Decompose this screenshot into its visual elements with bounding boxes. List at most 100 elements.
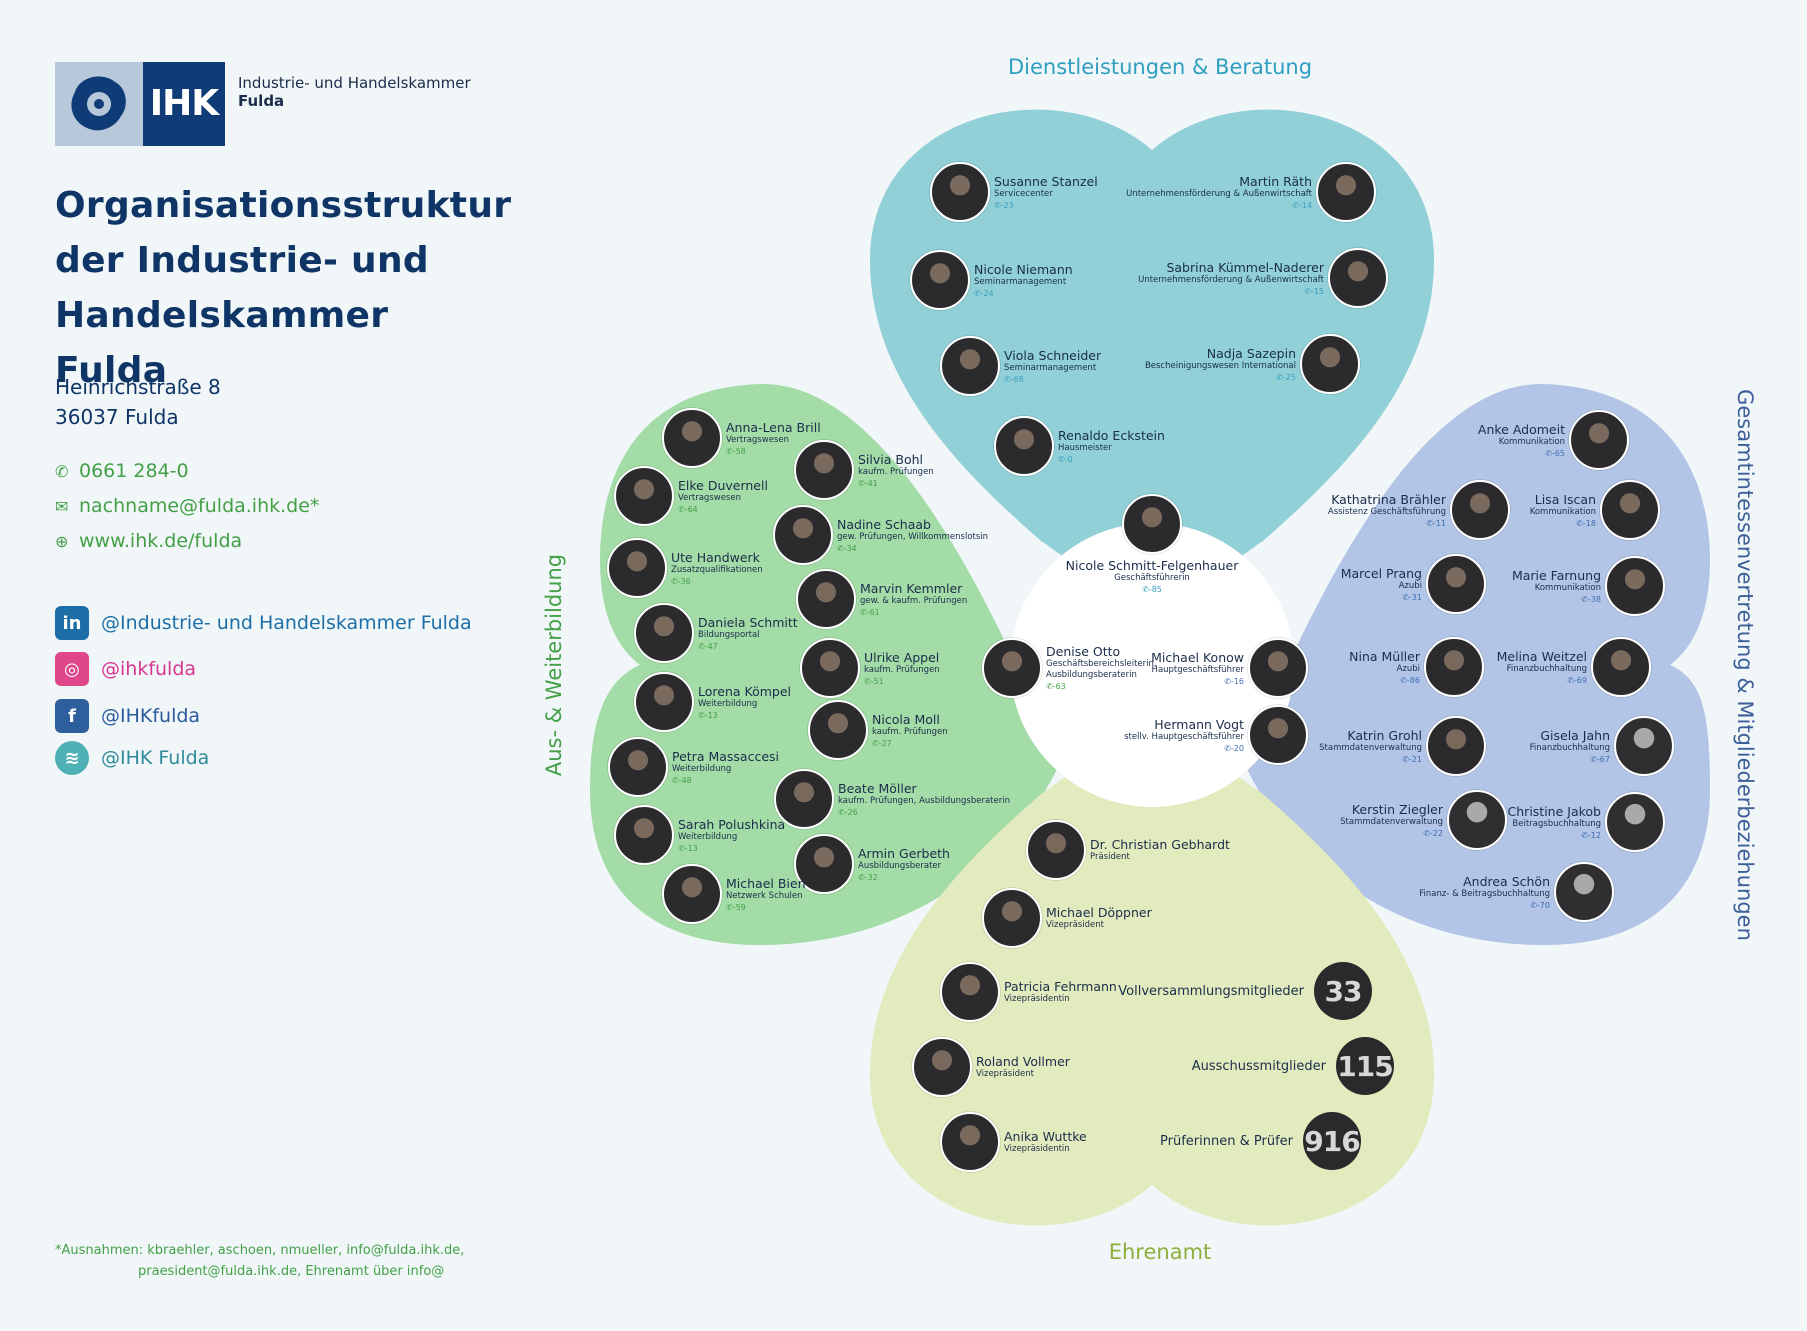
person-role: Azubi bbox=[1398, 580, 1422, 591]
person-name: Marvin Kemmler bbox=[860, 580, 963, 596]
person-role: kaufm. Prüfungen, Ausbildungsberaterin bbox=[838, 795, 1010, 806]
person-extension[interactable]: ✆-26 bbox=[838, 807, 1010, 818]
phone-icon: ✆ bbox=[672, 775, 679, 785]
person-extension[interactable]: ✆-21 bbox=[1319, 754, 1422, 765]
person-extension[interactable]: ✆-47 bbox=[698, 641, 798, 652]
extension-value: -67 bbox=[1596, 754, 1610, 764]
person-role: Bescheinigungswesen International bbox=[1144, 360, 1296, 371]
person-role: Vizepräsident bbox=[1046, 920, 1104, 930]
person-extension[interactable]: ✆-86 bbox=[1349, 675, 1420, 686]
phone-icon: ✆ bbox=[1004, 374, 1011, 384]
person-extension[interactable]: ✆-38 bbox=[1512, 594, 1601, 605]
person-extension[interactable]: ✆-67 bbox=[1530, 754, 1610, 765]
avatar bbox=[774, 769, 834, 829]
avatar bbox=[796, 569, 856, 629]
title-line-1: Organisationsstruktur bbox=[55, 185, 512, 226]
social-spotify[interactable]: ≋ @IHK Fulda bbox=[55, 740, 209, 776]
social-facebook[interactable]: f @IHKfulda bbox=[55, 698, 200, 734]
person-extension[interactable]: ✆-18 bbox=[1530, 518, 1596, 529]
person-extension[interactable]: ✆-12 bbox=[1508, 830, 1601, 841]
person-extension[interactable]: ✆-13 bbox=[698, 710, 791, 721]
person-name: Nadine Schaab bbox=[837, 516, 931, 532]
extension-value: -16 bbox=[1230, 676, 1244, 686]
extension-value: -85 bbox=[1148, 585, 1162, 594]
person-name: Hermann Vogt bbox=[1154, 716, 1244, 732]
person-extension[interactable]: ✆-61 bbox=[860, 607, 967, 618]
extension-value: -13 bbox=[704, 710, 718, 720]
person-extension[interactable]: ✆-70 bbox=[1419, 900, 1550, 911]
person-extension[interactable]: ✆-34 bbox=[837, 543, 988, 554]
person-extension[interactable]: ✆-16 bbox=[1151, 676, 1244, 687]
person-extension[interactable]: ✆-68 bbox=[1004, 374, 1101, 385]
person-extension[interactable]: ✆-32 bbox=[858, 872, 950, 883]
person-name: Andrea Schön bbox=[1463, 873, 1550, 889]
person-name: Kathatrina Brähler bbox=[1331, 491, 1446, 507]
person-extension[interactable]: ✆-20 bbox=[1124, 743, 1244, 754]
extension-value: -65 bbox=[1551, 448, 1565, 458]
extension-value: -59 bbox=[732, 902, 746, 912]
person-extension[interactable]: ✆-65 bbox=[1478, 448, 1565, 459]
person-role: Unternehmensförderung & Außenwirtschaft bbox=[1126, 188, 1312, 199]
person-extension[interactable]: ✆-0 bbox=[1058, 454, 1165, 465]
phone-icon: ✆ bbox=[1567, 675, 1574, 685]
logo-abbr: IHK bbox=[143, 62, 225, 146]
person-role: Vertragswesen bbox=[678, 492, 741, 503]
social-instagram[interactable]: ◎ @ihkfulda bbox=[55, 651, 196, 687]
person-name: Gisela Jahn bbox=[1540, 727, 1610, 743]
person-extension[interactable]: ✆-64 bbox=[678, 504, 768, 515]
person-extension[interactable]: ✆-48 bbox=[672, 775, 779, 786]
email-contact[interactable]: ✉nachname@fulda.ihk.de* bbox=[55, 495, 319, 517]
person-extension[interactable]: ✆-24 bbox=[974, 288, 1073, 299]
person-extension[interactable]: ✆-36 bbox=[671, 576, 763, 587]
person-extension[interactable]: ✆-63 bbox=[1046, 681, 1157, 692]
person-name: Nicola Moll bbox=[872, 711, 940, 727]
phone-icon: ✆ bbox=[1402, 592, 1409, 602]
web-contact[interactable]: ⊕www.ihk.de/fulda bbox=[55, 530, 242, 552]
person-extension[interactable]: ✆-15 bbox=[1138, 286, 1324, 297]
phone-contact[interactable]: ✆0661 284-0 bbox=[55, 460, 189, 482]
section-label-services: Dienstleistungen & Beratung bbox=[1007, 55, 1313, 79]
avatar bbox=[1122, 494, 1182, 554]
person-extension[interactable]: ✆-51 bbox=[864, 676, 940, 687]
phone-icon: ✆ bbox=[1581, 830, 1588, 840]
avatar bbox=[614, 805, 674, 865]
mail-icon: ✉ bbox=[55, 497, 69, 516]
person-extension[interactable]: ✆-59 bbox=[726, 902, 806, 913]
person-name: Lisa Iscan bbox=[1534, 491, 1596, 507]
person-extension[interactable]: ✆-58 bbox=[726, 446, 821, 457]
person-extension[interactable]: ✆-69 bbox=[1497, 675, 1587, 686]
person-extension[interactable]: ✆-11 bbox=[1328, 518, 1446, 529]
person-extension[interactable]: ✆-14 bbox=[1126, 200, 1312, 211]
person-extension[interactable]: ✆-31 bbox=[1341, 592, 1422, 603]
person-extension[interactable]: ✆-27 bbox=[872, 738, 948, 749]
person-extension[interactable]: ✆-25 bbox=[1145, 372, 1296, 383]
extension-value: -27 bbox=[878, 738, 892, 748]
social-linkedin[interactable]: in @Industrie- und Handelskammer Fulda bbox=[55, 605, 472, 641]
person-name: Ulrike Appel bbox=[864, 649, 940, 665]
address-city: 36037 Fulda bbox=[55, 405, 179, 429]
person-extension[interactable]: ✆-85 bbox=[1052, 584, 1252, 595]
person-extension[interactable]: ✆-41 bbox=[858, 478, 934, 489]
person-extension[interactable]: ✆-22 bbox=[1340, 828, 1443, 839]
person-role: Seminarmanagement bbox=[974, 276, 1067, 287]
avatar bbox=[1248, 638, 1308, 698]
person-extension[interactable]: ✆-23 bbox=[994, 200, 1098, 211]
person-name: Roland Vollmer bbox=[976, 1054, 1070, 1069]
person-extension[interactable]: ✆-13 bbox=[678, 843, 785, 854]
avatar bbox=[940, 1112, 1000, 1172]
